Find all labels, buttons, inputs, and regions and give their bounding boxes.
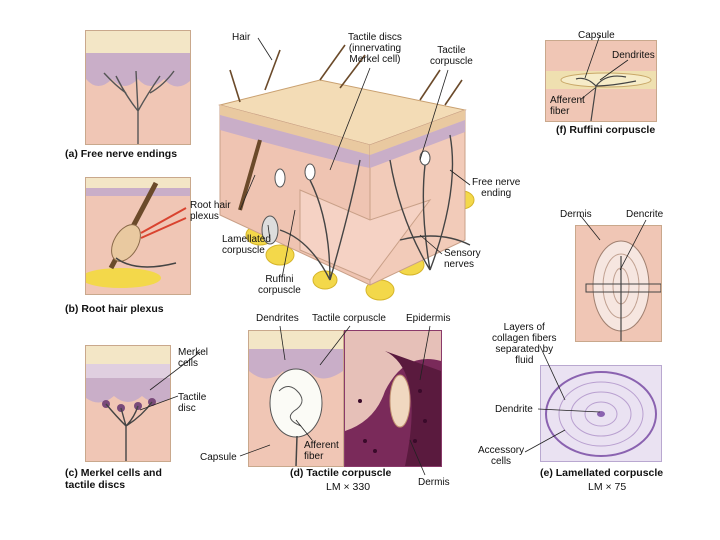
panel-tactile-micrograph (344, 330, 442, 467)
caption-e-magnification: LM × 75 (588, 481, 626, 493)
caption-e-title: Lamellated corpuscle (556, 467, 663, 479)
label-e-dermis: Dermis (560, 209, 592, 220)
caption-f-letter: (f) (556, 124, 567, 136)
caption-a-title: Free nerve endings (81, 148, 177, 160)
caption-e: (e) Lamellated corpuscle (540, 467, 663, 479)
panel-root-hair-plexus (85, 177, 191, 295)
caption-d-letter: (d) (290, 467, 303, 479)
label-e-dendrite: Dendrite (495, 404, 533, 415)
label-f-capsule: Capsule (578, 30, 615, 41)
label-f-dendrites: Dendrites (612, 50, 655, 61)
panel-merkel-cells (85, 345, 171, 462)
caption-d-magnification: LM × 330 (326, 481, 370, 493)
caption-b: (b) Root hair plexus (65, 303, 164, 315)
caption-a-letter: (a) (65, 148, 78, 160)
caption-e-letter: (e) (540, 467, 553, 479)
caption-b-letter: (b) (65, 303, 78, 315)
caption-c-letter: (c) (65, 467, 78, 479)
caption-b-title: Root hair plexus (81, 303, 163, 315)
label-d-capsule: Capsule (200, 452, 237, 463)
caption-f: (f) Ruffini corpuscle (556, 124, 655, 136)
caption-c-title-1: Merkel cells and (81, 467, 162, 479)
caption-d-title: Tactile corpuscle (306, 467, 391, 479)
panel-free-nerve-endings (85, 30, 191, 145)
label-d-dermis: Dermis (418, 477, 450, 488)
panel-lamellated-diagram (575, 225, 662, 342)
caption-c: (c) Merkel cells and tactile discs (65, 467, 162, 491)
label-d-epidermis: Epidermis (406, 313, 450, 324)
caption-d: (d) Tactile corpuscle (290, 467, 391, 479)
label-hair: Hair (232, 32, 250, 43)
label-d-dendrites: Dendrites (256, 313, 299, 324)
label-d-tactile-corpuscle: Tactile corpuscle (312, 313, 386, 324)
panel-lamellated-micrograph (540, 365, 662, 462)
caption-a: (a) Free nerve endings (65, 148, 177, 160)
caption-c-title-2: tactile discs (65, 479, 125, 491)
label-e-dencrite: Dencrite (626, 209, 663, 220)
caption-f-title: Ruffini corpuscle (569, 124, 655, 136)
